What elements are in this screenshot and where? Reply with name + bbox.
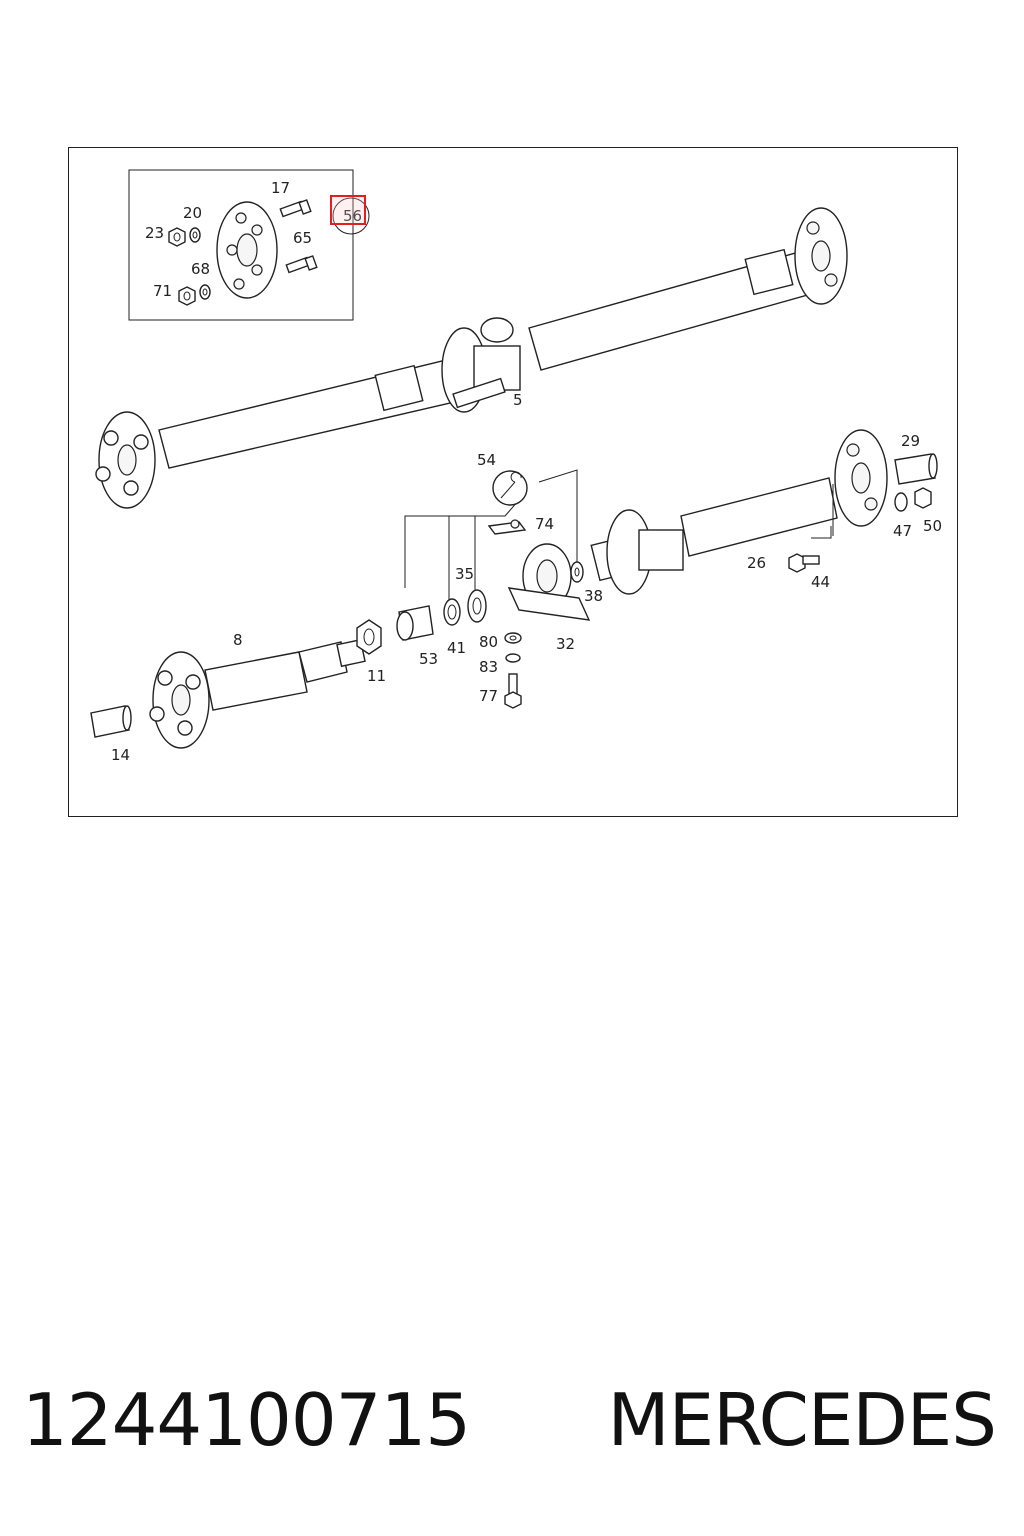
callout-56: 56 <box>343 207 362 225</box>
callout-5: 5 <box>513 391 523 409</box>
highlighted-part-marker[interactable] <box>330 195 366 225</box>
exploded-propeller-shaft <box>90 429 938 749</box>
flex-disc <box>216 201 278 299</box>
washer-47 <box>894 492 908 512</box>
callout-26: 26 <box>747 554 766 572</box>
callout-8: 8 <box>233 631 243 649</box>
rear-flange-upper <box>794 207 848 305</box>
rear-flange-lower <box>834 429 888 527</box>
sleeve-29 <box>894 453 938 485</box>
callout-65: 65 <box>293 229 312 247</box>
front-flange-lower <box>149 651 210 749</box>
nut-23 <box>168 227 186 247</box>
bearing-35 <box>467 589 487 623</box>
wrench-icon <box>492 470 528 506</box>
bolt-44 <box>788 553 820 573</box>
washer-38 <box>570 561 584 583</box>
inset-box <box>128 169 354 321</box>
ring-41 <box>443 598 461 626</box>
callout-23: 23 <box>145 224 164 242</box>
callout-14: 14 <box>111 746 130 764</box>
callout-74: 74 <box>535 515 554 533</box>
sleeve-53 <box>396 605 434 641</box>
bolt-77 <box>504 673 522 709</box>
callout-11: 11 <box>367 667 386 685</box>
callout-41: 41 <box>447 639 466 657</box>
callout-labels: 17 20 23 56 65 68 71 5 29 54 74 47 50 35… <box>111 179 942 764</box>
spring-washer-83 <box>505 653 521 663</box>
callout-77: 77 <box>479 687 498 705</box>
washer-80 <box>504 632 522 644</box>
callout-17: 17 <box>271 179 290 197</box>
callout-38: 38 <box>584 587 603 605</box>
front-flange-upper <box>95 411 156 509</box>
callout-68: 68 <box>191 260 210 278</box>
brand-name: MERCEDES <box>607 1378 997 1462</box>
assembled-propeller-shaft <box>95 207 848 509</box>
flex-disc-inset <box>128 169 370 321</box>
center-joint-5 <box>441 317 521 413</box>
bolt-65 <box>285 255 318 274</box>
rear-shaft-26 <box>590 477 838 595</box>
sleeve-14 <box>90 705 132 738</box>
center-bearing-mount-32 <box>507 543 591 621</box>
callout-80: 80 <box>479 633 498 651</box>
callout-47: 47 <box>893 522 912 540</box>
parts-diagram-frame: 17 20 23 56 65 68 71 5 29 54 74 47 50 35… <box>68 147 958 817</box>
front-shaft-8 <box>204 638 366 711</box>
bracket-74 <box>487 519 527 535</box>
callout-35: 35 <box>455 565 474 583</box>
part-caption: 1244100715 MERCEDES <box>0 1360 1024 1480</box>
callout-71: 71 <box>153 282 172 300</box>
callout-20: 20 <box>183 204 202 222</box>
nut-11 <box>356 619 382 655</box>
bolt-17 <box>279 199 312 218</box>
callout-54: 54 <box>477 451 496 469</box>
item-56-circle <box>332 197 370 235</box>
callout-29: 29 <box>901 432 920 450</box>
nut-50 <box>914 487 932 509</box>
callout-53: 53 <box>419 650 438 668</box>
nut-71 <box>178 286 196 306</box>
callout-44: 44 <box>811 573 830 591</box>
washer-68 <box>199 284 211 300</box>
callout-32: 32 <box>556 635 575 653</box>
washer-20 <box>189 227 201 243</box>
part-number: 1244100715 <box>22 1378 471 1462</box>
callout-50: 50 <box>923 517 942 535</box>
propeller-shaft-exploded-diagram: 17 20 23 56 65 68 71 5 29 54 74 47 50 35… <box>90 169 942 764</box>
callout-83: 83 <box>479 658 498 676</box>
